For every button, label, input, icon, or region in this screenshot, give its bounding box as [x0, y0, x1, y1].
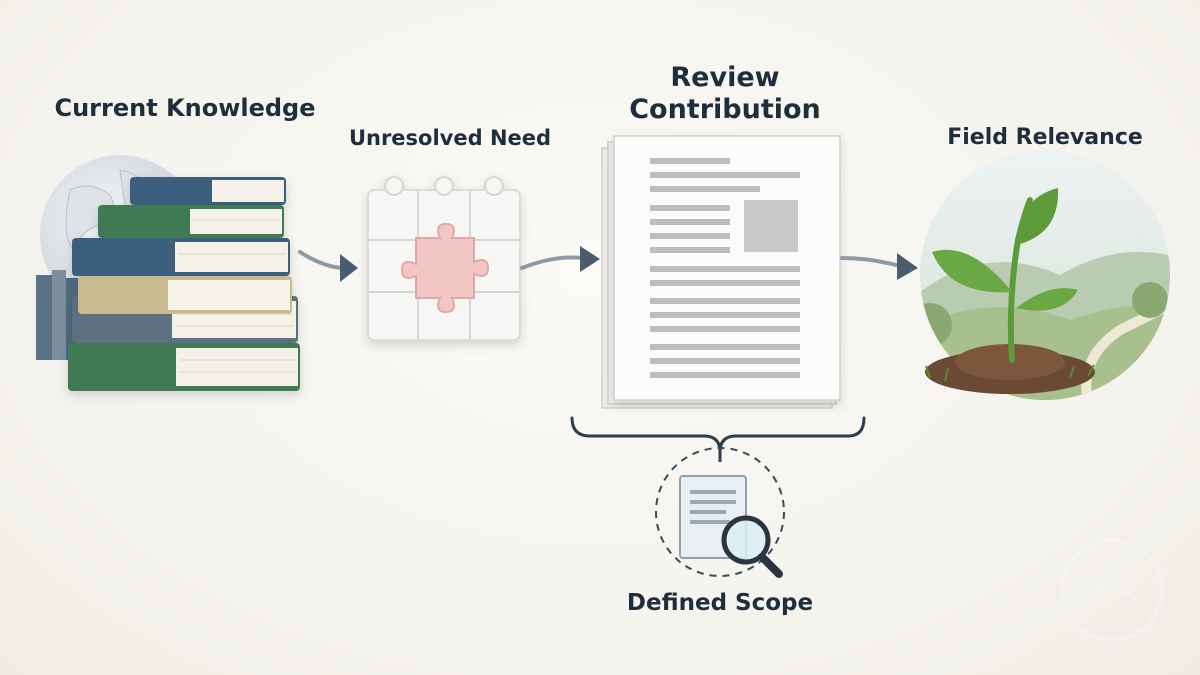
sprout-landscape-icon — [920, 150, 1170, 400]
flow-arrow — [520, 255, 584, 270]
image-placeholder — [744, 200, 798, 252]
side-book — [52, 270, 66, 360]
watermark-seal — [1060, 538, 1164, 642]
step-label-defined-scope: Defined Scope — [626, 590, 814, 616]
scope-bracket — [570, 416, 866, 453]
arrow-head — [580, 246, 600, 272]
missing-piece — [400, 222, 490, 314]
step-label-review-contribution: Review Contribution — [629, 62, 821, 125]
puzzle-missing-piece-icon — [367, 176, 521, 341]
books-globe-icon — [36, 155, 300, 391]
document-stack-icon — [601, 135, 841, 409]
flow-arrow — [840, 256, 902, 268]
step-label-current-knowledge: Current Knowledge — [54, 94, 316, 122]
magnifier-document-icon — [655, 447, 785, 578]
side-book — [36, 275, 52, 360]
step-label-unresolved-need: Unresolved Need — [348, 126, 552, 150]
arrow-head — [340, 254, 358, 282]
leaf — [1019, 188, 1059, 244]
arrow-head — [897, 253, 918, 280]
step-label-field-relevance: Field Relevance — [947, 125, 1143, 150]
leaf — [1016, 288, 1078, 311]
leaf — [932, 249, 1012, 293]
